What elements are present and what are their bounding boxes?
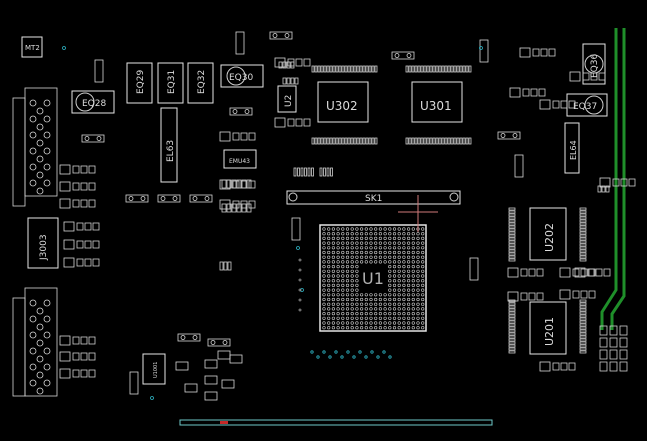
sk1-label: SK1 bbox=[365, 194, 382, 204]
u202-chip[interactable]: U202 bbox=[529, 207, 567, 261]
sk1-socket[interactable]: SK1 bbox=[286, 190, 461, 205]
eq29-component[interactable]: EQ29 bbox=[126, 62, 153, 104]
eq37-label: EQ37 bbox=[573, 102, 597, 112]
u201-chip[interactable]: U201 bbox=[529, 301, 567, 355]
eq31-label: EQ31 bbox=[167, 70, 177, 94]
eq32-label: EQ32 bbox=[197, 70, 207, 94]
u302-label: U302 bbox=[326, 99, 358, 113]
eq28-label: EQ28 bbox=[82, 99, 106, 109]
j3003-label: J3003 bbox=[39, 234, 49, 261]
u1001-label: U1001 bbox=[153, 362, 159, 378]
el64-label: EL64 bbox=[569, 140, 578, 160]
eq37-component[interactable]: EQ37 bbox=[566, 93, 608, 117]
el63-label: EL63 bbox=[166, 140, 176, 162]
passive-components bbox=[12, 31, 636, 401]
u302-chip[interactable]: U302 bbox=[317, 81, 369, 123]
u1-bga-chip[interactable]: U1 bbox=[319, 224, 427, 332]
u301-chip[interactable]: U301 bbox=[411, 81, 463, 123]
mt2-mounting-hole: MT2 bbox=[21, 36, 43, 58]
u202-label: U202 bbox=[543, 223, 556, 252]
u301-label: U301 bbox=[420, 99, 452, 113]
eq30-label: EQ30 bbox=[229, 73, 253, 83]
u2-chip[interactable]: U2 bbox=[277, 85, 297, 113]
eq29-label: EQ29 bbox=[136, 70, 146, 94]
eq31-component[interactable]: EQ31 bbox=[157, 62, 184, 104]
u1001-chip[interactable]: U1001 bbox=[142, 353, 166, 385]
u1-label: U1 bbox=[362, 269, 384, 288]
emu43-label: EMU43 bbox=[229, 158, 250, 165]
el63-component[interactable]: EL63 bbox=[160, 107, 178, 183]
emu43-component[interactable]: EMU43 bbox=[223, 149, 257, 169]
green-traces bbox=[600, 28, 626, 330]
eq36-component[interactable]: EQ36 bbox=[582, 43, 606, 85]
mt2-label: MT2 bbox=[25, 44, 40, 52]
eq28-component[interactable]: EQ28 bbox=[71, 90, 115, 114]
el64-component[interactable]: EL64 bbox=[564, 122, 580, 174]
crosshair-cursor-icon bbox=[398, 195, 438, 232]
u2-label: U2 bbox=[284, 95, 294, 107]
eq36-label: EQ36 bbox=[590, 54, 600, 78]
j3003-connector[interactable]: J3003 bbox=[27, 217, 59, 269]
eq32-component[interactable]: EQ32 bbox=[187, 62, 214, 104]
u201-label: U201 bbox=[543, 317, 556, 346]
eq30-component[interactable]: EQ30 bbox=[220, 64, 264, 88]
edge-connector[interactable] bbox=[179, 419, 493, 426]
